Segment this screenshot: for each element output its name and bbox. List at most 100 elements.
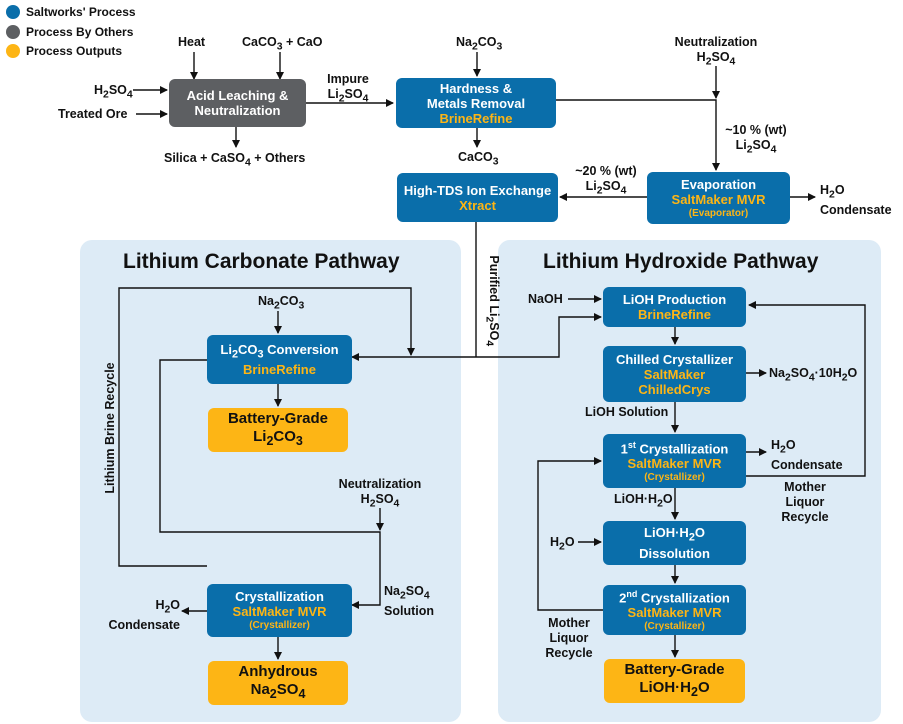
saltmaker-mvr-brand: SaltMaker MVR: [671, 191, 766, 207]
h2so4-input-label: H2SO4: [94, 83, 133, 101]
impure-li2so4-label: Impure Li2SO4: [320, 72, 376, 107]
naoh-label: NaOH: [528, 292, 563, 306]
battery-lioh-line2: LiOH·H2O: [639, 679, 710, 699]
purified-li2so4-label: Purified Li2SO4: [483, 255, 501, 347]
dissolution-line1: LiOH·H2O: [644, 525, 705, 544]
mother-text: Mother: [548, 616, 590, 630]
acid-leaching-line1: Acid Leaching &: [186, 88, 289, 103]
carbonate-pathway-title: Lithium Carbonate Pathway: [123, 250, 400, 273]
hardness-line1: Hardness &: [439, 80, 513, 96]
caco3-output-label: CaCO3: [458, 150, 499, 168]
liquor-text: Liquor: [549, 631, 589, 645]
legend-label: Process By Others: [26, 25, 134, 39]
hardness-removal-box: Hardness & Metals Removal BrineRefine: [396, 78, 556, 128]
neutralization-formula: H2SO4: [696, 50, 736, 68]
acid-leaching-line2: Neutralization: [194, 103, 281, 118]
line-na2so4-solution: [159, 359, 381, 609]
legend-item-saltworks: Saltworks' Process: [6, 5, 136, 19]
legend-label: Saltworks' Process: [26, 5, 136, 19]
saltmaker-mvr-brand: SaltMaker MVR: [627, 605, 722, 621]
condensate-text: Condensate: [108, 617, 180, 632]
lioh-h2o-label: LiOH·H2O: [614, 492, 673, 510]
h2o-formula: H2O: [771, 438, 796, 456]
treated-ore-label: Treated Ore: [58, 107, 128, 121]
ion-exchange-line1: High-TDS Ion Exchange: [403, 182, 552, 198]
brinerefine-brand: BrineRefine: [243, 362, 316, 378]
evaporation-box: Evaporation SaltMaker MVR (Evaporator): [647, 172, 790, 224]
dissolution-line2: Dissolution: [639, 545, 710, 561]
battery-lioh-line1: Battery-Grade: [624, 661, 725, 678]
caco3-cao-label: CaCO3 + CaO: [242, 35, 323, 53]
neutralization-text: Neutralization: [674, 35, 758, 49]
crystallizer-subtitle: (Crystallizer): [644, 621, 705, 633]
neutralization-carbonate-label: Neutralization H2SO4: [328, 477, 432, 512]
battery-li2co3-box: Battery-Grade Li2CO3: [208, 408, 348, 452]
li2co3-conversion-box: Li2CO3 Conversion BrineRefine: [207, 335, 352, 384]
evaporator-subtitle: (Evaporator): [688, 207, 749, 219]
mother-liquor-recycle-left-label: Mother Liquor Recycle: [536, 616, 602, 661]
line-mother-liquor-right: [746, 301, 866, 477]
impure-text: Impure: [327, 72, 369, 86]
second-crystallization-box: 2nd Crystallization SaltMaker MVR (Cryst…: [603, 585, 746, 635]
legend-blue-dot-icon: [6, 5, 20, 19]
na2so4-10h2o-label: Na2SO4·10H2O: [769, 366, 858, 384]
lioh-dissolution-box: LiOH·H2O Dissolution: [603, 521, 746, 565]
recycle-text: Recycle: [545, 646, 593, 660]
na2so4-solution-label: Na2SO4 Solution: [384, 584, 434, 619]
anhydrous-line1: Anhydrous: [238, 663, 318, 680]
solution-text: Solution: [384, 603, 434, 618]
twenty-percent-formula: Li2SO4: [585, 179, 627, 197]
xtract-brand: Xtract: [459, 197, 496, 213]
battery-li2co3-line1: Battery-Grade: [227, 410, 329, 427]
carbonate-pathway-panel: [80, 240, 461, 722]
battery-li2co3-line2: Li2CO3: [253, 428, 303, 448]
arrow-to-lioh-production: [476, 313, 602, 358]
legend-item-outputs: Process Outputs: [6, 44, 122, 58]
first-crystallization-box: 1st Crystallization SaltMaker MVR (Cryst…: [603, 434, 746, 488]
lioh-production-box: LiOH Production BrineRefine: [603, 287, 746, 327]
lioh-solution-label: LiOH Solution: [585, 405, 669, 419]
li2co3-conversion-line1: Li2CO3 Conversion: [220, 341, 339, 361]
legend-gray-dot-icon: [6, 25, 20, 39]
ten-percent-text: ~10 % (wt): [725, 123, 787, 137]
neutralization-top-label: Neutralization H2SO4: [664, 35, 768, 70]
line-mother-liquor-left: [537, 457, 603, 611]
heat-label: Heat: [178, 35, 206, 49]
h2o-formula: H2O: [820, 183, 845, 201]
h2o-input-label: H2O: [550, 535, 575, 553]
h2o-condensate-hydroxide-label: H2O Condensate: [771, 438, 843, 473]
legend-gold-dot-icon: [6, 44, 20, 58]
na2co3-top-label: Na2CO3: [456, 35, 503, 53]
na2so4-formula: Na2SO4: [384, 584, 430, 602]
brinerefine-brand: BrineRefine: [638, 307, 711, 322]
anhydrous-line2: Na2SO4: [250, 681, 306, 701]
legend-label: Process Outputs: [26, 44, 123, 58]
ten-percent-formula: Li2SO4: [735, 138, 777, 156]
condensate-text: Condensate: [820, 202, 892, 217]
neutralization-text: Neutralization: [338, 477, 422, 491]
twenty-percent-label: ~20 % (wt) Li2SO4: [566, 164, 646, 199]
recycle-text: Recycle: [781, 510, 829, 524]
saltmaker-mvr-brand: SaltMaker MVR: [627, 456, 722, 472]
lioh-production-line1: LiOH Production: [622, 292, 727, 307]
brinerefine-brand: BrineRefine: [439, 110, 513, 126]
hardness-line2: Metals Removal: [426, 95, 526, 111]
crystallizer-subtitle: (Crystallizer): [644, 472, 705, 484]
line-hardness-to-evaporation: [556, 99, 720, 171]
anhydrous-na2so4-box: Anhydrous Na2SO4: [208, 661, 348, 705]
legend-item-others: Process By Others: [6, 25, 133, 39]
chilled-crystallizer-box: Chilled Crystallizer SaltMaker ChilledCr…: [603, 346, 746, 402]
ten-percent-label: ~10 % (wt) Li2SO4: [718, 123, 794, 158]
condensate-text: Condensate: [771, 457, 843, 472]
ion-exchange-box: High-TDS Ion Exchange Xtract: [397, 173, 558, 222]
h2o-condensate-top-label: H2O Condensate: [820, 183, 892, 218]
lithium-brine-recycle-label: Lithium Brine Recycle: [103, 362, 117, 494]
h2o-condensate-carbonate-label: H2O Condensate: [100, 598, 180, 633]
acid-leaching-box: Acid Leaching & Neutralization: [169, 79, 306, 127]
na2co3-carbonate-label: Na2CO3: [258, 294, 305, 312]
evaporation-line1: Evaporation: [680, 176, 757, 192]
first-cryst-line1: 1st Crystallization: [620, 439, 729, 457]
mother-liquor-recycle-right-label: Mother Liquor Recycle: [772, 480, 838, 525]
